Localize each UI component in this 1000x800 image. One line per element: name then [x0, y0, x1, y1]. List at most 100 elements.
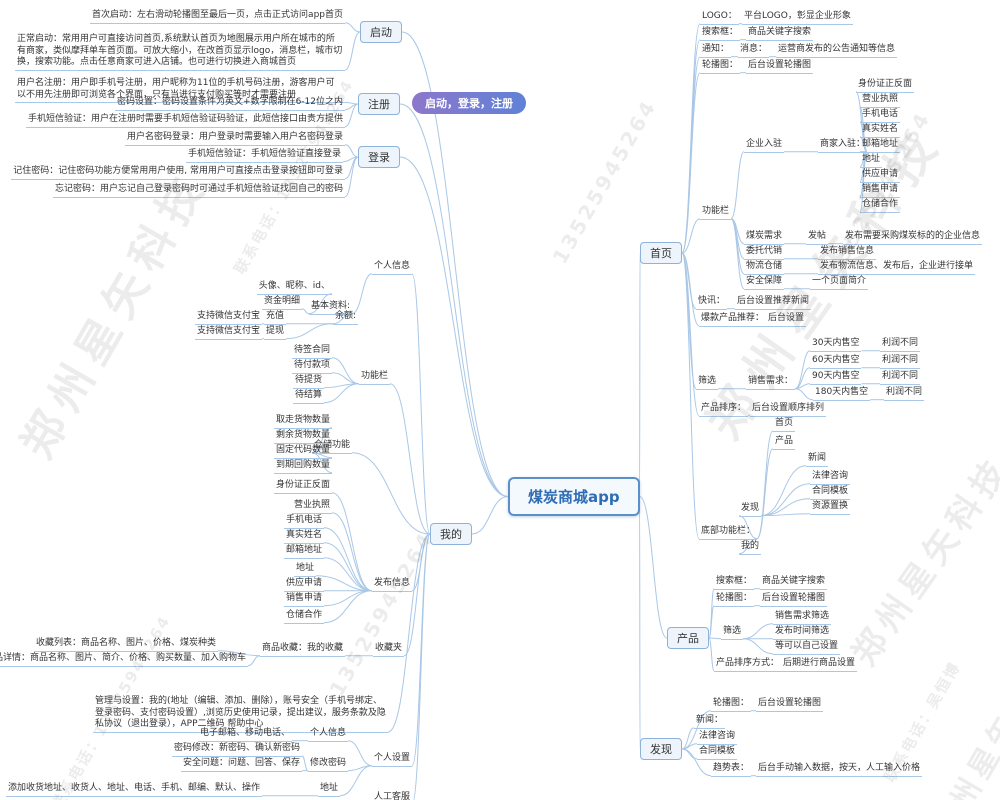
node-carousel-discover[interactable]: 轮播图：	[711, 698, 752, 712]
node-news[interactable]: 新闻	[806, 453, 829, 467]
node-news-flash[interactable]: 快讯：	[696, 296, 728, 310]
node-product-sort-mode-desc[interactable]: 后期进行商品设置	[781, 658, 858, 672]
node-avatar-nickname-id[interactable]: 头像、昵称、id、	[256, 281, 332, 295]
node-product-detail[interactable]: 商品详情：商品名称、图片、简介、价格、购买数量、加入购物车	[0, 653, 248, 667]
node-mobile-phone[interactable]: 手机电话	[283, 515, 324, 529]
node-manage-settings[interactable]: 管理与设置：我的(地址（编辑、添加、删除），账号安全（手机号绑定、登录密码、支付…	[93, 696, 388, 734]
node-username-register[interactable]: 用户名注册：用户即手机号注册，用户昵称为11位的手机号码注册，游客用户可以不用先…	[15, 78, 345, 104]
node-id-card[interactable]: 身份证正反面	[273, 480, 332, 494]
node-hot-product-recommend[interactable]: 爆款产品推荐：	[699, 313, 767, 327]
node-filter-home[interactable]: 筛选	[696, 376, 719, 390]
node-password-modify[interactable]: 密码修改：新密码、确认新密码	[171, 743, 302, 757]
node-email-address[interactable]: 邮箱地址	[283, 545, 324, 559]
node-logistics-storage[interactable]: 物流仓储	[744, 261, 785, 275]
node-sales-demand-filter[interactable]: 销售需求筛选	[773, 611, 832, 625]
node-security-question[interactable]: 安全问题：问题、回答、保存	[180, 758, 302, 772]
node-coal-demand[interactable]: 煤炭需求	[744, 231, 785, 245]
node-logo[interactable]: LOGO：	[700, 11, 739, 25]
node-sales-apply[interactable]: 销售申请	[283, 593, 324, 607]
node-hot-product-recommend-desc[interactable]: 后台设置	[766, 313, 807, 327]
node-carousel-product-desc[interactable]: 后台设置轮播图	[760, 593, 828, 607]
node-contract-template-discover[interactable]: 合同模板	[697, 746, 738, 760]
node-pending-settlement[interactable]: 待结算	[292, 390, 324, 404]
node-product-sort[interactable]: 产品排序：	[699, 403, 749, 417]
node-personal-info[interactable]: 个人信息	[371, 261, 412, 275]
node-remember-password[interactable]: 记住密码：记住密码功能方便常用用户使用, 常用用户可直接点击登录按钮即可登录	[11, 166, 345, 180]
node-personal-info-settings[interactable]: 个人信息	[307, 728, 348, 742]
node-fund-detail[interactable]: 资金明细	[261, 296, 302, 310]
summary-badge-startup-login-register[interactable]: 启动，登录，注册	[412, 92, 526, 114]
central-topic[interactable]: 煤炭商城app	[508, 477, 640, 516]
node-add-shipping-address[interactable]: 添加收货地址、收货人、地址、电话、手机、邮编、默认、操作	[5, 783, 262, 797]
node-message-desc[interactable]: 运营商发布的公告通知等信息	[776, 44, 898, 58]
node-notification[interactable]: 通知：	[700, 44, 732, 58]
node-function-bar-home[interactable]: 功能栏	[700, 206, 732, 220]
node-carousel-product[interactable]: 轮播图：	[714, 593, 755, 607]
node-message[interactable]: 消息：	[738, 44, 770, 58]
node-enterprise-entry[interactable]: 企业入驻	[744, 139, 785, 153]
node-pending-pickup[interactable]: 待提货	[292, 375, 324, 389]
node-pending-payment[interactable]: 待付款项	[291, 360, 332, 374]
node-bottom-function-bar[interactable]: 底部功能栏：	[699, 526, 758, 540]
node-storage-function[interactable]: 仓储功能	[311, 440, 352, 454]
topic-mine[interactable]: 我的	[430, 523, 472, 545]
node-withdraw[interactable]: 提现	[263, 326, 286, 340]
node-storage-cooperation[interactable]: 仓储合作	[860, 199, 901, 213]
node-address[interactable]: 地址	[293, 563, 316, 577]
node-recharge[interactable]: 充值	[263, 311, 286, 325]
node-mobile-phone[interactable]: 手机电话	[860, 109, 901, 123]
node-real-name[interactable]: 真实姓名	[860, 124, 901, 138]
node-product-favorite[interactable]: 商品收藏：我的收藏	[259, 643, 345, 657]
node-tab-mine[interactable]: 我的	[739, 541, 762, 555]
node-forgot-password[interactable]: 忘记密码：用户忘记自己登录密码时可通过手机短信验证找回自己的密码	[52, 184, 345, 198]
node-search-box-home-desc[interactable]: 商品关键字搜索	[746, 27, 814, 41]
node-password-setting[interactable]: 密码设置：密码设置条件为英文+数字限制在6-12位之内	[115, 97, 345, 111]
node-consignment-desc[interactable]: 发布销售信息	[818, 246, 877, 260]
node-publish-time-filter[interactable]: 发布时间筛选	[773, 626, 832, 640]
topic-home[interactable]: 首页	[640, 242, 682, 264]
node-publish-info[interactable]: 发布信息	[371, 578, 412, 592]
node-real-name[interactable]: 真实姓名	[283, 530, 324, 544]
topic-discover[interactable]: 发现	[640, 738, 682, 760]
node-product-sort-desc[interactable]: 后台设置顺序排列	[750, 403, 827, 417]
node-sms-login[interactable]: 手机短信验证：手机短信验证直接登录	[185, 149, 343, 163]
node-security-guarantee-desc[interactable]: 一个页面简介	[810, 276, 869, 290]
node-trend-chart[interactable]: 趋势表：	[711, 763, 752, 777]
node-search-box-product-desc[interactable]: 商品关键字搜索	[760, 576, 828, 590]
topic-login[interactable]: 登录	[358, 146, 400, 168]
node-pending-contract[interactable]: 待签合同	[291, 345, 332, 359]
node-customer-service[interactable]: 人工客服	[372, 792, 412, 800]
node-sms-verify-register[interactable]: 手机短信验证：用户在注册时需要手机短信验证码验证，此短信接口由贵方提供	[25, 114, 345, 128]
node-sellout-180days[interactable]: 180天内售空	[813, 387, 871, 401]
node-profit-differs[interactable]: 利润不同	[880, 355, 921, 369]
node-security-guarantee[interactable]: 安全保障	[744, 276, 785, 290]
node-change-password[interactable]: 修改密码	[307, 758, 348, 772]
node-merchant-entry[interactable]: 商家入驻：	[818, 139, 868, 153]
node-username-password-login[interactable]: 用户名密码登录：用户登录时需要输入用户名密码登录	[124, 132, 345, 146]
node-sales-apply[interactable]: 销售申请	[860, 184, 901, 198]
node-carousel-discover-desc[interactable]: 后台设置轮播图	[756, 698, 824, 712]
node-basic-profile[interactable]: 基本资料:	[308, 301, 352, 315]
node-normal-startup[interactable]: 正常启动：常用用户可直接访问首页,系统默认首页为地图展示用户所在城市的所有商家，…	[15, 34, 345, 72]
node-logo-desc[interactable]: 平台LOGO，彰显企业形象	[742, 11, 853, 25]
node-taken-goods-qty[interactable]: 取走货物数量	[273, 415, 332, 429]
node-sellout-90days[interactable]: 90天内售空	[810, 371, 862, 385]
node-sellout-30days[interactable]: 30天内售空	[810, 338, 862, 352]
node-tab-discover[interactable]: 发现	[739, 503, 762, 517]
node-search-box-home[interactable]: 搜索框：	[700, 27, 741, 41]
node-wechat-alipay-support[interactable]: 支持微信支付宝	[194, 311, 262, 325]
node-profit-differs[interactable]: 利润不同	[880, 371, 921, 385]
node-business-license[interactable]: 营业执照	[860, 94, 901, 108]
node-logistics-storage-desc[interactable]: 发布物流信息、发布后，企业进行接单	[818, 261, 976, 275]
node-product-sort-mode[interactable]: 产品排序方式：	[714, 658, 782, 672]
node-sellout-60days[interactable]: 60天内售空	[810, 355, 862, 369]
node-favorite-list[interactable]: 收藏列表：商品名称、图片、价格、煤炭种类	[33, 638, 218, 652]
node-tab-home[interactable]: 首页	[773, 418, 796, 432]
node-fixed-qty[interactable]: 固定代码数量	[273, 445, 332, 459]
node-carousel-home[interactable]: 轮播图：	[700, 60, 741, 74]
node-legal-consult[interactable]: 法律咨询	[810, 471, 851, 485]
node-tab-product[interactable]: 产品	[773, 436, 796, 450]
node-post-desc[interactable]: 发布需要采购煤炭标的的企业信息	[843, 231, 983, 245]
node-contract-template[interactable]: 合同模板	[810, 486, 851, 500]
node-sales-demand[interactable]: 销售需求：	[746, 376, 796, 390]
